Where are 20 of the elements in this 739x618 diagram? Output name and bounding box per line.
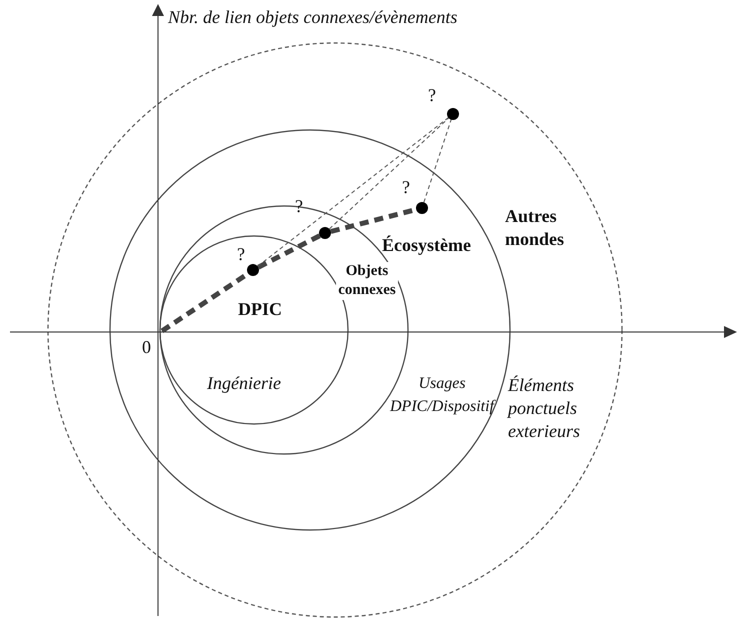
zone-subtitle: Éléments ponctuels exterieurs: [508, 374, 581, 443]
zone-title: Objets connexes: [336, 262, 398, 300]
zone-subtitle: Ingénierie: [207, 372, 282, 395]
dashed-line: [257, 117, 449, 267]
data-point: [247, 264, 259, 276]
dashed-line: [423, 119, 452, 203]
zone-title: Autres mondes: [505, 205, 566, 251]
zone-subtitle: Usages DPIC/Dispositif: [388, 374, 497, 417]
dashed-line: [328, 118, 450, 230]
question-mark-label: ?: [237, 243, 245, 266]
question-mark-label: ?: [428, 84, 436, 107]
zone-title: DPIC: [238, 298, 283, 321]
data-point: [416, 202, 428, 214]
data-point: [447, 108, 459, 120]
data-point: [319, 227, 331, 239]
origin-label: 0: [142, 336, 152, 359]
thick-dashed-line: [257, 234, 321, 270]
zone-title: Écosystème: [382, 234, 472, 257]
question-mark-label: ?: [402, 176, 410, 199]
axis-label: Nbr. de lien objets connexes/évènements: [168, 6, 458, 29]
